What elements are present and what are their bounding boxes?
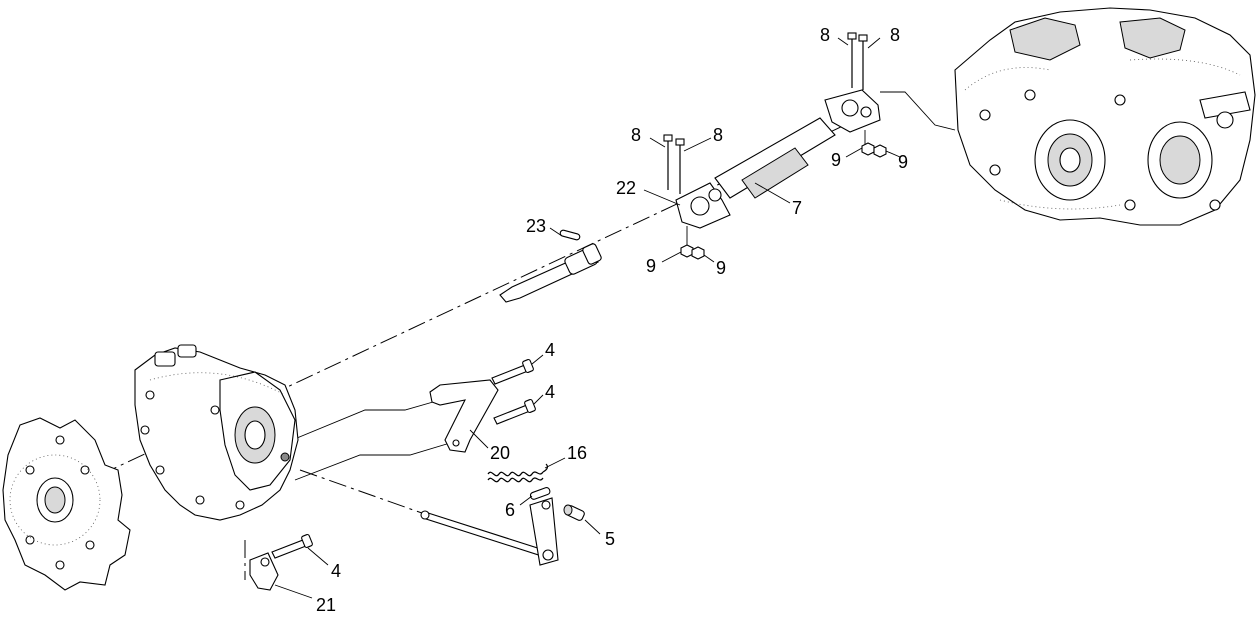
drive-shaft [675, 89, 881, 229]
callout-6: 6 [505, 500, 515, 520]
input-shaft [499, 243, 602, 303]
callout-leaders [274, 37, 901, 599]
transaxle [954, 7, 1256, 226]
callout-8: 8 [890, 25, 900, 45]
pin-6 [529, 487, 551, 500]
bracket-20 [429, 379, 499, 453]
callout-22: 22 [616, 178, 636, 198]
clip-21 [249, 552, 279, 591]
callout-9: 9 [716, 258, 726, 278]
adapter-plate [2, 417, 131, 591]
callout-labels: 8 8 8 8 9 9 9 9 22 7 23 4 4 20 16 6 5 4 … [316, 25, 908, 615]
callout-8: 8 [631, 125, 641, 145]
callout-5: 5 [605, 529, 615, 549]
callout-9: 9 [831, 150, 841, 170]
roll-pin-23 [559, 229, 581, 241]
callout-4: 4 [545, 382, 555, 402]
callout-7: 7 [792, 198, 802, 218]
callout-8: 8 [713, 125, 723, 145]
shift-rod [420, 497, 559, 566]
callout-8: 8 [820, 25, 830, 45]
guide-lines [279, 91, 956, 481]
bolts-4 [271, 358, 536, 559]
callout-9: 9 [898, 152, 908, 172]
bolts-8 [663, 32, 868, 245]
callout-4: 4 [545, 340, 555, 360]
callout-4: 4 [331, 561, 341, 581]
clevis-pin-5 [563, 504, 585, 521]
callout-16: 16 [567, 443, 587, 463]
callout-9: 9 [646, 256, 656, 276]
bell-housing [134, 344, 299, 521]
callout-20: 20 [490, 443, 510, 463]
callout-21: 21 [316, 595, 336, 615]
nuts-9 [680, 142, 887, 260]
spring-16 [487, 463, 549, 483]
callout-23: 23 [526, 216, 546, 236]
